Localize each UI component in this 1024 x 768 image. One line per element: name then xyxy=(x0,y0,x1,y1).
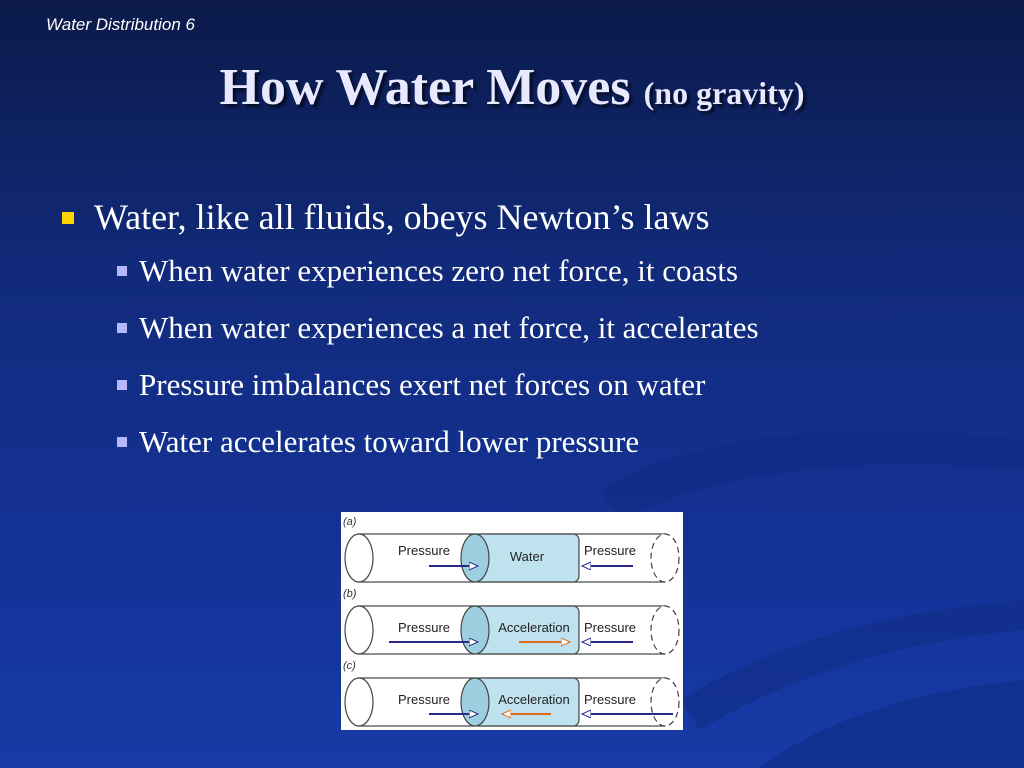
bullet-text: When water experiences zero net force, i… xyxy=(139,252,739,288)
center-label: Acceleration xyxy=(498,620,570,635)
bullet-list: Water, like all fluids, obeys Newton’s l… xyxy=(62,192,1002,470)
panel-b: (b) Pressure Acceleration Pressure xyxy=(343,588,680,655)
square-bullet-icon xyxy=(117,265,127,276)
pipe-diagram-figure: (a) Pressure Water Pressure (b) Pressure… xyxy=(341,512,683,730)
bullet-level2: Pressure imbalances exert net forces on … xyxy=(117,356,1002,413)
slide-header-label: Water Distribution 6 xyxy=(46,15,195,34)
bullet-text: Water, like all fluids, obeys Newton’s l… xyxy=(94,197,710,237)
square-bullet-icon xyxy=(117,322,127,333)
right-pressure-label: Pressure xyxy=(584,620,636,635)
bullet-level2: When water experiences a net force, it a… xyxy=(117,299,1002,356)
right-pressure-label: Pressure xyxy=(584,543,636,558)
panel-c: (c) Pressure Acceleration Pressure xyxy=(343,660,680,727)
title-sub: (no gravity) xyxy=(643,75,805,111)
square-bullet-icon xyxy=(62,212,74,224)
title-main: How Water Moves xyxy=(219,59,631,116)
panel-tag: (c) xyxy=(343,660,356,672)
square-bullet-icon xyxy=(117,436,127,447)
square-bullet-icon xyxy=(117,379,127,390)
center-label: Water xyxy=(510,549,545,564)
panel-tag: (a) xyxy=(343,516,357,528)
bullet-text: Water accelerates toward lower pressure xyxy=(139,423,640,459)
panel-a: (a) Pressure Water Pressure xyxy=(343,516,680,583)
bullet-text: When water experiences a net force, it a… xyxy=(139,309,759,345)
bullet-level1: Water, like all fluids, obeys Newton’s l… xyxy=(62,192,1002,242)
left-pressure-label: Pressure xyxy=(398,692,450,707)
slide-title: How Water Moves (no gravity) xyxy=(0,62,1024,114)
left-pressure-label: Pressure xyxy=(398,620,450,635)
right-pressure-label: Pressure xyxy=(584,692,636,707)
center-label: Acceleration xyxy=(498,692,570,707)
left-pressure-label: Pressure xyxy=(398,543,450,558)
bullet-text: Pressure imbalances exert net forces on … xyxy=(139,366,706,402)
bullet-level2: Water accelerates toward lower pressure xyxy=(117,413,1002,470)
panel-tag: (b) xyxy=(343,588,357,600)
bullet-level2: When water experiences zero net force, i… xyxy=(117,242,1002,299)
